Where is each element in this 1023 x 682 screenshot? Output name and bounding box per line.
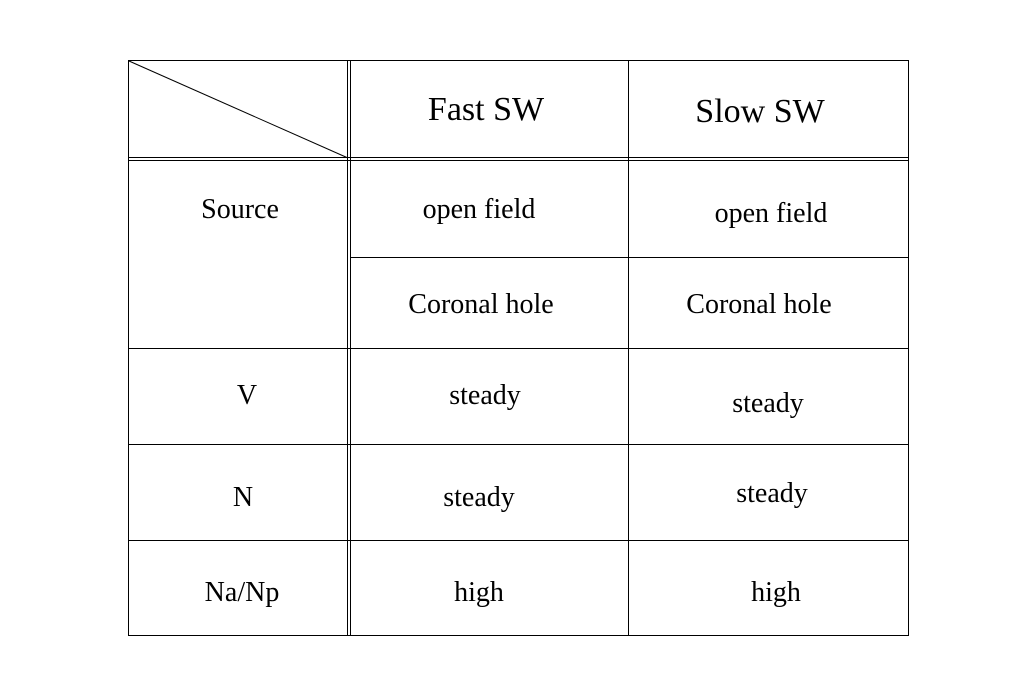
cell-slow-nanp: high [751,577,801,608]
header-divider-2 [128,160,909,161]
border-bottom [128,635,909,636]
cell-slow-n: steady [736,478,808,509]
row-divider-v [128,348,909,349]
corner-diagonal [128,60,349,159]
row-label-source: Source [201,194,279,225]
cell-slow-v: steady [732,388,804,419]
header-divider-1 [128,157,909,158]
cell-slow-source-1: open field [714,198,828,229]
row-label-nanp: Na/Np [204,577,280,608]
cell-fast-source-1: open field [422,194,536,225]
row-divider-n [128,444,909,445]
row-divider-nanp [128,540,909,541]
border-top [128,60,909,61]
row-label-n: N [232,482,254,513]
header-slow-sw: Slow SW [695,93,825,130]
cell-fast-nanp: high [454,577,504,608]
comparison-table: Fast SW Slow SW Source open field open f… [128,60,909,636]
cell-fast-source-2: Coronal hole [408,289,554,320]
cell-fast-v: steady [449,380,521,411]
header-fast-sw: Fast SW [427,91,545,128]
source-subrow-divider [350,257,909,258]
cell-slow-source-2: Coronal hole [686,289,832,320]
cell-fast-n: steady [443,482,515,513]
row-label-v: V [236,380,258,411]
